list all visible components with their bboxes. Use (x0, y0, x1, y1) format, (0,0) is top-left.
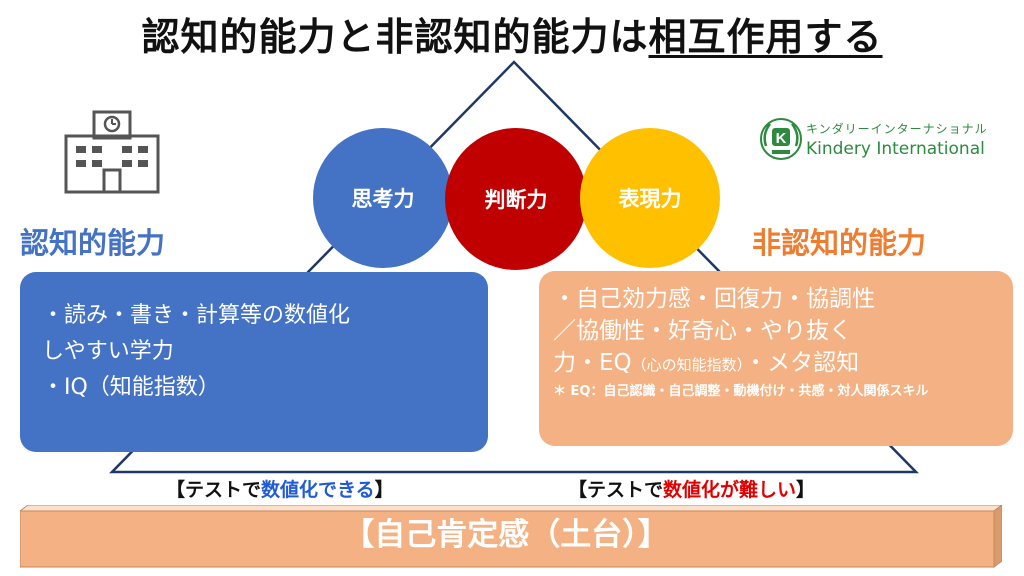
noncognitive-line: 力・EQ（心の知能指数）・メタ認知 (553, 347, 1003, 381)
logo-text: キンダリーインターナショナル Kindery International (806, 120, 988, 159)
circle-expression-label: 表現力 (618, 187, 682, 211)
tag-right-emph: 数値化が難しい (663, 479, 797, 501)
school-building-icon (64, 110, 160, 194)
circle-thinking-label: 思考力 (351, 187, 415, 211)
page-title: 認知的能力と非認知的能力は相互作用する (0, 6, 1024, 61)
svg-text:K: K (776, 130, 787, 147)
tag-left-close: 】 (374, 479, 394, 501)
cognitive-line: しやすい学力 (42, 339, 174, 364)
foundation-block (20, 505, 1002, 568)
tag-right-close: 】 (796, 479, 816, 501)
cognitive-box: ・読み・書き・計算等の数値化 しやすい学力 ・IQ（知能指数） (20, 272, 488, 452)
cognitive-line: ・読み・書き・計算等の数値化 (42, 303, 351, 328)
noncognitive-line3-b: ・メタ認知 (744, 350, 860, 376)
circle-judgment-label: 判断力 (484, 188, 548, 212)
tag-right-open: 【テストで (568, 479, 664, 501)
circle-thinking: 思考力 (313, 128, 453, 268)
title-underlined: 相互作用する (648, 15, 883, 59)
cognitive-line: ・IQ（知能指数） (42, 375, 220, 400)
noncognitive-line3-a: 力・EQ (553, 350, 632, 376)
cognitive-heading: 認知的能力 (20, 226, 166, 260)
logo-english: Kindery International (806, 139, 985, 159)
noncognitive-line3-small: （心の知能指数） (631, 356, 745, 374)
tag-hard-to-measure: 【テストで数値化が難しい】 (568, 475, 815, 502)
tag-left-open: 【テストで (166, 479, 262, 501)
tag-left-emph: 数値化できる (261, 479, 375, 501)
logo-kana: キンダリーインターナショナル (806, 122, 988, 136)
noncognitive-line: ／協働性・好奇心・やり抜く (553, 318, 852, 344)
title-main: 認知的能力と非認知的能力は (141, 15, 649, 59)
noncognitive-box: ・自己効力感・回復力・協調性 ／協働性・好奇心・やり抜く 力・EQ（心の知能指数… (539, 271, 1013, 446)
noncognitive-line: ・自己効力感・回復力・協調性 (553, 286, 875, 312)
tag-measurable: 【テストで数値化できる】 (166, 475, 394, 502)
kindery-logo-emblem: K (760, 118, 802, 160)
noncognitive-heading: 非認知的能力 (752, 226, 927, 260)
foundation-label: 【自己肯定感（土台）】 (343, 517, 669, 553)
circle-expression: 表現力 (580, 128, 720, 268)
eq-note: ＊ EQ：自己認識・自己調整・動機付け・共感・対人関係スキル (553, 384, 929, 399)
circle-judgment: 判断力 (445, 128, 587, 270)
